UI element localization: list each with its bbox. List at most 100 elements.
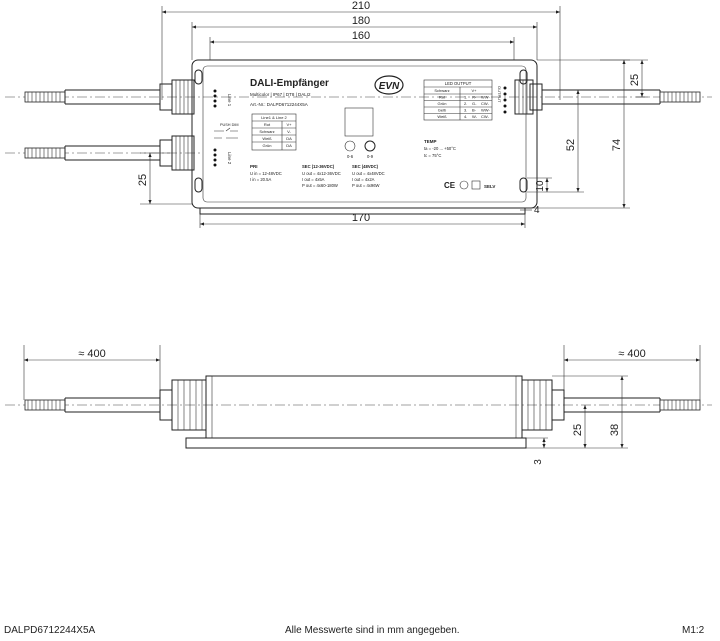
svg-text:160: 160 — [352, 30, 370, 42]
svg-text:tc = 75°C: tc = 75°C — [424, 153, 441, 158]
address-knob-left — [344, 140, 356, 152]
svg-text:I out = 4x5A: I out = 4x5A — [302, 177, 325, 182]
footer-article-code: DALPD6712244X5A — [4, 625, 96, 636]
compliance-icon — [459, 180, 469, 190]
svg-text:Weiß: Weiß — [262, 136, 272, 141]
address-window — [344, 107, 374, 137]
dimension-400-right: ≈ 400 — [563, 345, 701, 400]
svg-text:DA: DA — [286, 136, 292, 141]
svg-text:I in = 20.5A: I in = 20.5A — [250, 177, 272, 182]
svg-text:P out = 4x96W: P out = 4x96W — [352, 183, 380, 188]
footer-note: Alle Messwerte sind in mm angegeben. — [285, 625, 460, 636]
side-cable-left — [24, 397, 160, 413]
line1-terminal: Line 1 — [213, 89, 232, 108]
dimension-25-side: 25 — [572, 405, 587, 448]
dimension-400-left: ≈ 400 — [23, 345, 161, 400]
footer-scale: M1:2 — [682, 625, 705, 636]
svg-text:ta = -20 ... +50°C: ta = -20 ... +50°C — [424, 146, 456, 151]
mounting-hole-tr — [519, 69, 528, 85]
label-subtitle: Multicolor | IP67 | DT8 | DALI2 — [250, 92, 311, 97]
svg-text:OUTPUT: OUTPUT — [497, 86, 502, 103]
svg-text:Gelb: Gelb — [438, 108, 447, 113]
label-article: Art.-Nr.: DALPD6712244X5A — [250, 102, 308, 107]
svg-text:2.: 2. — [464, 101, 467, 106]
dimension-180: 180 — [191, 15, 538, 60]
cable-gland-left-1 — [159, 79, 195, 115]
svg-text:74: 74 — [611, 139, 623, 151]
svg-text:25: 25 — [629, 74, 641, 86]
cable-left-1 — [24, 89, 160, 105]
svg-text:V+: V+ — [471, 88, 477, 93]
svg-text:P out = 4x60-180W: P out = 4x60-180W — [302, 183, 338, 188]
svg-text:4: 4 — [534, 205, 540, 216]
ce-mark-icon: CE — [444, 181, 456, 190]
line2-label: Line 2 — [227, 152, 232, 165]
side-cable-right — [564, 397, 701, 413]
svg-text:R-: R- — [472, 95, 477, 100]
class3-icon — [471, 180, 481, 190]
dimension-74: 74 — [525, 59, 630, 209]
mounting-hole-bl — [194, 177, 203, 193]
svg-text:Grün: Grün — [438, 101, 447, 106]
svg-text:Rot: Rot — [264, 122, 271, 127]
brand-logo-text: EVN — [379, 81, 400, 92]
svg-text:DA: DA — [286, 143, 292, 148]
side-housing — [185, 375, 527, 449]
brand-logo — [374, 75, 404, 95]
svg-text:170: 170 — [352, 212, 370, 224]
svg-text:V+: V+ — [286, 122, 292, 127]
svg-text:25: 25 — [137, 174, 149, 186]
selv-mark: SELV — [484, 184, 495, 189]
svg-text:V-: V- — [287, 129, 291, 134]
svg-text:3: 3 — [533, 459, 544, 465]
svg-text:≈ 400: ≈ 400 — [78, 348, 105, 360]
svg-text:B-: B- — [472, 108, 477, 113]
led-output-table: LED OUTPUT Schwarz V+ Rot 1. R- WW- Grün… — [423, 79, 493, 121]
address-knob-right — [364, 140, 376, 152]
svg-text:38: 38 — [609, 424, 621, 436]
svg-text:≈ 400: ≈ 400 — [618, 348, 645, 360]
svg-text:1.: 1. — [464, 95, 467, 100]
svg-text:210: 210 — [352, 0, 370, 12]
svg-text:4.: 4. — [464, 114, 467, 119]
svg-text:25: 25 — [572, 424, 584, 436]
side-view: ≈ 400 ≈ 400 38 25 3 — [5, 345, 712, 465]
svg-text:WW-: WW- — [481, 108, 490, 113]
svg-text:U out = 4x12-36VDC: U out = 4x12-36VDC — [302, 171, 341, 176]
line2-terminal: Line 2 — [213, 148, 232, 167]
mounting-hole-tl — [194, 69, 203, 85]
cable-left-2 — [24, 145, 160, 161]
svg-text:Schwarz: Schwarz — [259, 129, 274, 134]
line-wire-table: Line1 & Line 2 Rot V+ Schwarz V- Weiß DA… — [251, 113, 297, 151]
svg-text:LED OUTPUT: LED OUTPUT — [445, 81, 472, 86]
dimension-170: 170 — [199, 212, 526, 228]
product-label: DALI-Empfänger Multicolor | IP67 | DT8 |… — [213, 75, 507, 190]
svg-text:SEC (48VDC): SEC (48VDC) — [352, 164, 379, 169]
svg-text:WW-: WW- — [481, 95, 490, 100]
dimension-52: 52 — [527, 90, 584, 193]
mounting-hole-br — [519, 177, 528, 193]
svg-text:CW-: CW- — [481, 114, 490, 119]
svg-text:I out = 4x2A: I out = 4x2A — [352, 177, 375, 182]
output-terminal: OUTPUT — [497, 86, 507, 114]
dimension-25-right: 25 — [600, 59, 648, 98]
dimension-160: 160 — [209, 30, 515, 60]
svg-text:Weiß: Weiß — [437, 114, 447, 119]
dimension-10: 10 — [527, 177, 552, 192]
top-view: DALI-Empfänger Multicolor | IP67 | DT8 |… — [5, 0, 712, 228]
svg-text:Line1 & Line 2: Line1 & Line 2 — [261, 115, 287, 120]
svg-text:SEC (12-36VDC): SEC (12-36VDC) — [302, 164, 335, 169]
svg-text:U out = 4x48VDC: U out = 4x48VDC — [352, 171, 385, 176]
cable-right — [514, 79, 701, 115]
dimension-38: 38 — [526, 375, 628, 449]
push-dim-label: PUSH DIM — [220, 123, 239, 127]
svg-text:Schwarz: Schwarz — [434, 88, 449, 93]
svg-text:52: 52 — [565, 139, 577, 151]
svg-text:G-: G- — [472, 101, 477, 106]
label-title: DALI-Empfänger — [250, 78, 329, 89]
svg-text:CW-: CW- — [481, 101, 490, 106]
line1-label: Line 1 — [227, 94, 232, 107]
svg-text:TEMP: TEMP — [424, 139, 437, 144]
svg-text:3.: 3. — [464, 108, 467, 113]
